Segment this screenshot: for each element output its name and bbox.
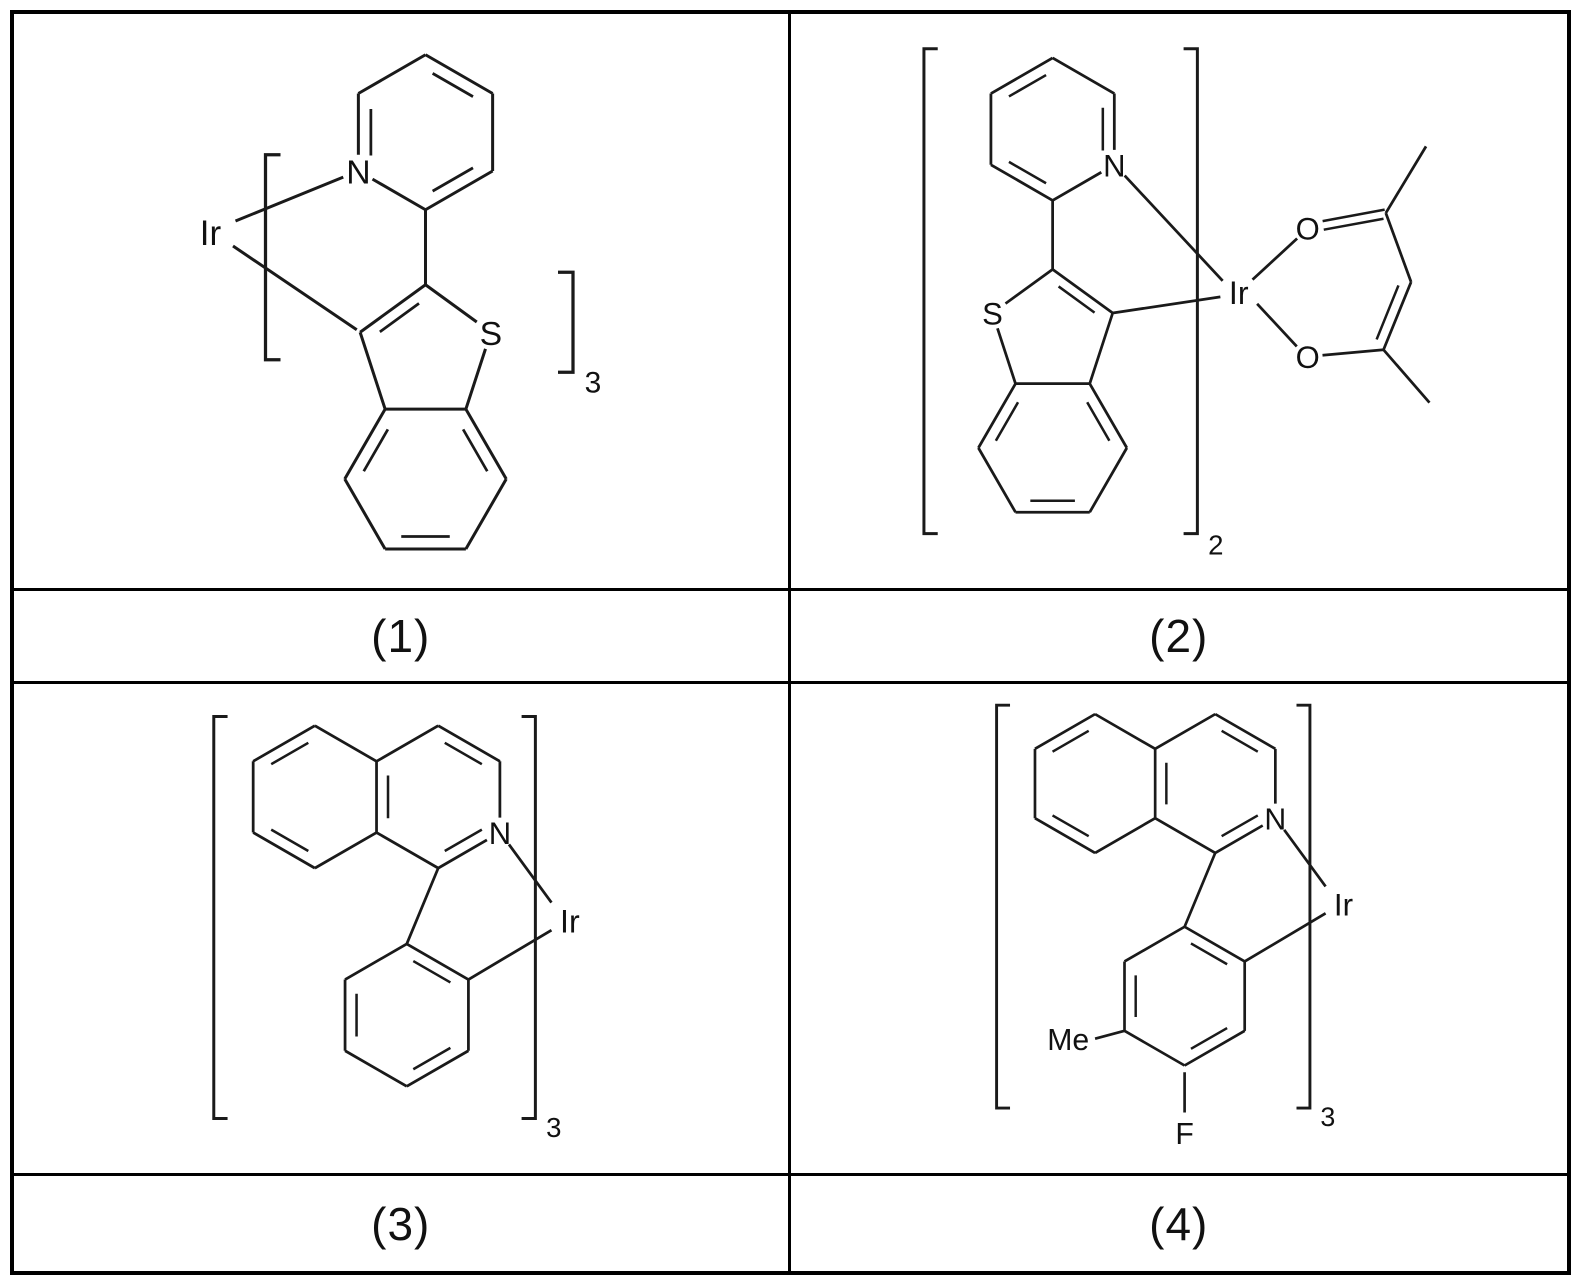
structure-cell-1: Ir N S 3 xyxy=(14,14,791,591)
oxygen-bottom-label: O xyxy=(1295,340,1319,375)
compound-caption-4: (4) xyxy=(791,1176,1568,1271)
compound-table: Ir N S 3 N S Ir O O 2 xyxy=(10,10,1571,1275)
nitrogen-label: N xyxy=(488,816,510,851)
bracket-subscript: 3 xyxy=(585,366,602,399)
structure-1-drawing: Ir N S 3 xyxy=(200,53,602,551)
right-bracket xyxy=(558,270,575,374)
caption-text: (2) xyxy=(1149,610,1209,662)
structure-2-drawing: N S Ir O O 2 xyxy=(922,46,1431,560)
compound-caption-3: (3) xyxy=(14,1176,791,1271)
structure-cell-4: N Ir Me F 3 xyxy=(790,684,1567,1176)
oxygen-top-label: O xyxy=(1295,211,1319,246)
nitrogen-label: N xyxy=(1264,803,1286,836)
caption-text: (1) xyxy=(371,610,431,662)
bond-lines xyxy=(976,56,1431,514)
right-bracket xyxy=(1296,703,1312,1110)
right-bracket xyxy=(1183,46,1199,535)
sulfur-label: S xyxy=(982,296,1003,331)
sulfur-label: S xyxy=(480,315,503,353)
left-bracket xyxy=(212,714,228,1120)
structure-cell-2: N S Ir O O 2 xyxy=(790,14,1567,591)
iridium-label: Ir xyxy=(1334,887,1353,922)
iridium-label: Ir xyxy=(1229,274,1249,310)
compound-caption-1: (1) xyxy=(14,591,791,684)
left-bracket xyxy=(922,46,938,535)
left-bracket xyxy=(994,703,1010,1110)
structure-3-drawing: N Ir 3 xyxy=(212,714,580,1142)
bond-lines xyxy=(1033,712,1327,1113)
fluorine-label: F xyxy=(1175,1117,1193,1150)
bracket-subscript: 3 xyxy=(546,1111,561,1142)
nitrogen-label: N xyxy=(346,154,370,192)
bond-lines xyxy=(232,53,508,551)
nitrogen-label: N xyxy=(1103,148,1125,183)
iridium-label: Ir xyxy=(200,214,222,253)
methyl-label: Me xyxy=(1047,1023,1089,1056)
compound-caption-2: (2) xyxy=(790,591,1567,684)
bond-lines xyxy=(251,724,553,1088)
caption-text: (3) xyxy=(371,1197,431,1250)
left-bracket xyxy=(264,153,281,362)
bracket-subscript: 2 xyxy=(1208,529,1223,560)
bracket-subscript: 3 xyxy=(1320,1101,1335,1131)
structure-cell-3: N Ir 3 xyxy=(14,684,791,1176)
structure-4-drawing: N Ir Me F 3 xyxy=(994,703,1353,1150)
right-bracket xyxy=(521,714,537,1120)
iridium-label: Ir xyxy=(560,903,580,939)
caption-text: (4) xyxy=(1149,1197,1209,1250)
